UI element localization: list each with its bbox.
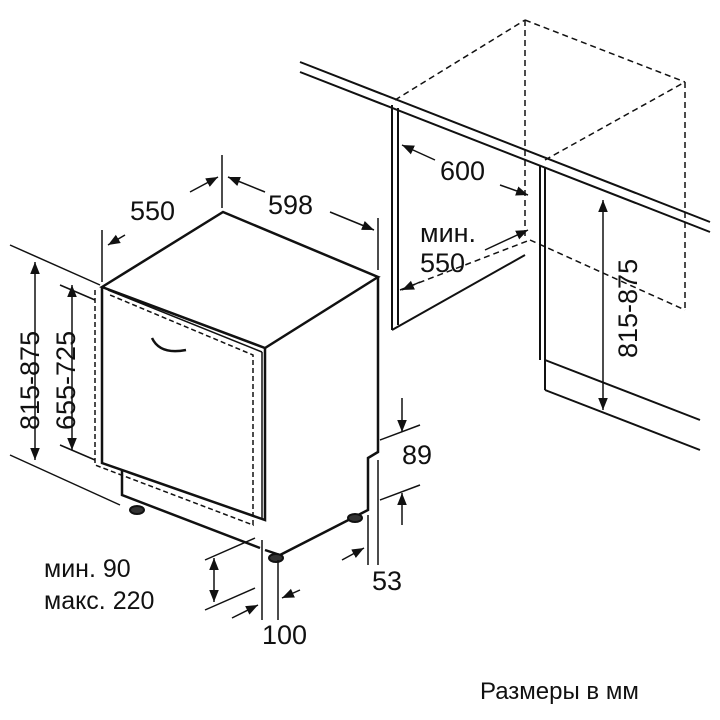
width-label: 598 bbox=[268, 190, 314, 220]
niche-depth-value: 550 bbox=[420, 248, 466, 278]
feet bbox=[129, 505, 363, 563]
total-height-label: 815-875 bbox=[15, 330, 45, 430]
door-gap-min-label: мин. 90 bbox=[44, 555, 131, 583]
niche-width-label: 600 bbox=[440, 156, 486, 186]
units-caption: Размеры в мм bbox=[480, 678, 639, 705]
depth-label: 550 bbox=[130, 196, 176, 226]
niche-depth-min-label: мин. bbox=[420, 218, 477, 248]
foot-offset-label: 53 bbox=[372, 566, 403, 596]
dimension-lines bbox=[9, 144, 608, 620]
niche-height-label: 815-875 bbox=[613, 258, 643, 358]
body-height-label: 655-725 bbox=[51, 330, 81, 430]
niche-walls bbox=[391, 105, 701, 451]
door-gap-max-label: макс. 220 bbox=[44, 587, 155, 615]
countertop bbox=[299, 61, 711, 233]
foot-depth-label: 100 bbox=[262, 620, 308, 650]
door-panel-outline bbox=[94, 290, 254, 527]
plinth-height-label: 89 bbox=[402, 440, 433, 470]
dishwasher-body bbox=[99, 210, 381, 557]
